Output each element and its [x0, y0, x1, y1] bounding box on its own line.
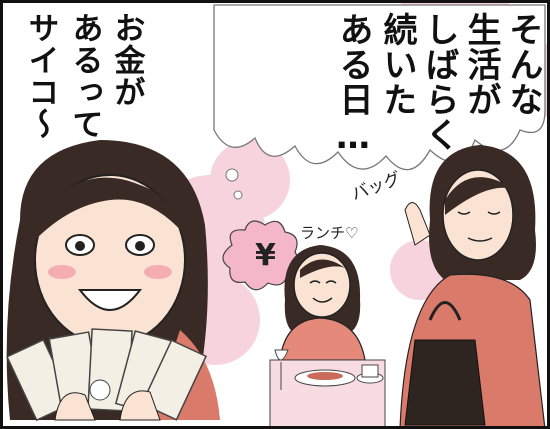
woman-with-money [6, 140, 220, 422]
narration-col-4: 続いた [377, 12, 417, 117]
speech-col-3: サイコ〜 [22, 12, 59, 140]
speech-col-2: あるって [66, 12, 103, 140]
yen-symbol: ¥ [255, 238, 276, 273]
narration-col-1: そんな [503, 12, 543, 117]
lunch-sfx: ランチ♡ [300, 224, 359, 242]
narration-col-2: 生活が [461, 12, 501, 117]
narration-col-5: ある日… [333, 12, 373, 158]
speech-col-1: お金が [108, 12, 145, 108]
woman-at-lunch [269, 245, 386, 429]
woman-with-bag [399, 145, 546, 429]
narration-col-3: しばらく [419, 12, 459, 152]
